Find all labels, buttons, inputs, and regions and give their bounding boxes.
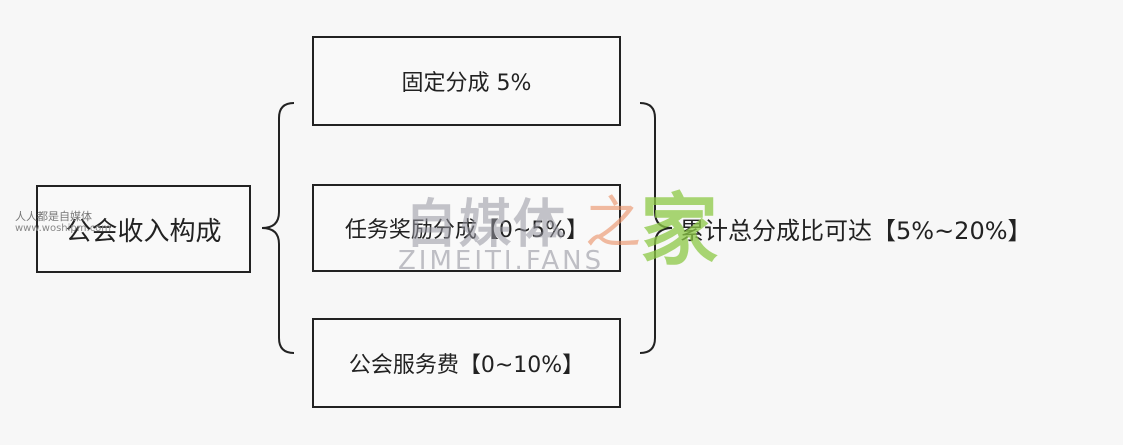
watermark-brand-en: ZIMEITI.FANS xyxy=(398,246,605,276)
result-label: 累计总分成比可达【5%~20%】 xyxy=(680,217,1032,245)
fixed-share-node: 固定分成 5% xyxy=(312,36,621,126)
fixed-share-label: 固定分成 5% xyxy=(401,71,532,96)
watermark-brand-cn: 自媒体 xyxy=(405,195,568,255)
root-node: 公会收入构成 xyxy=(36,185,251,273)
task-reward-node: 任务奖励分成【0~5%】 xyxy=(312,184,621,272)
task-reward-label: 任务奖励分成【0~5%】 xyxy=(344,218,589,243)
watermark-small-url: www.woshipm.com xyxy=(15,223,112,234)
root-label: 公会收入构成 xyxy=(65,216,222,247)
service-fee-label: 公会服务费【0~10%】 xyxy=(348,353,585,378)
watermark-small-cn: 人人都是自媒体 xyxy=(15,210,92,223)
watermark-brand-jia: 家 xyxy=(640,186,719,276)
watermark-brand-zhi: 之 xyxy=(585,191,641,256)
service-fee-node: 公会服务费【0~10%】 xyxy=(312,318,621,408)
left-brace xyxy=(261,102,295,354)
right-brace xyxy=(639,102,673,354)
